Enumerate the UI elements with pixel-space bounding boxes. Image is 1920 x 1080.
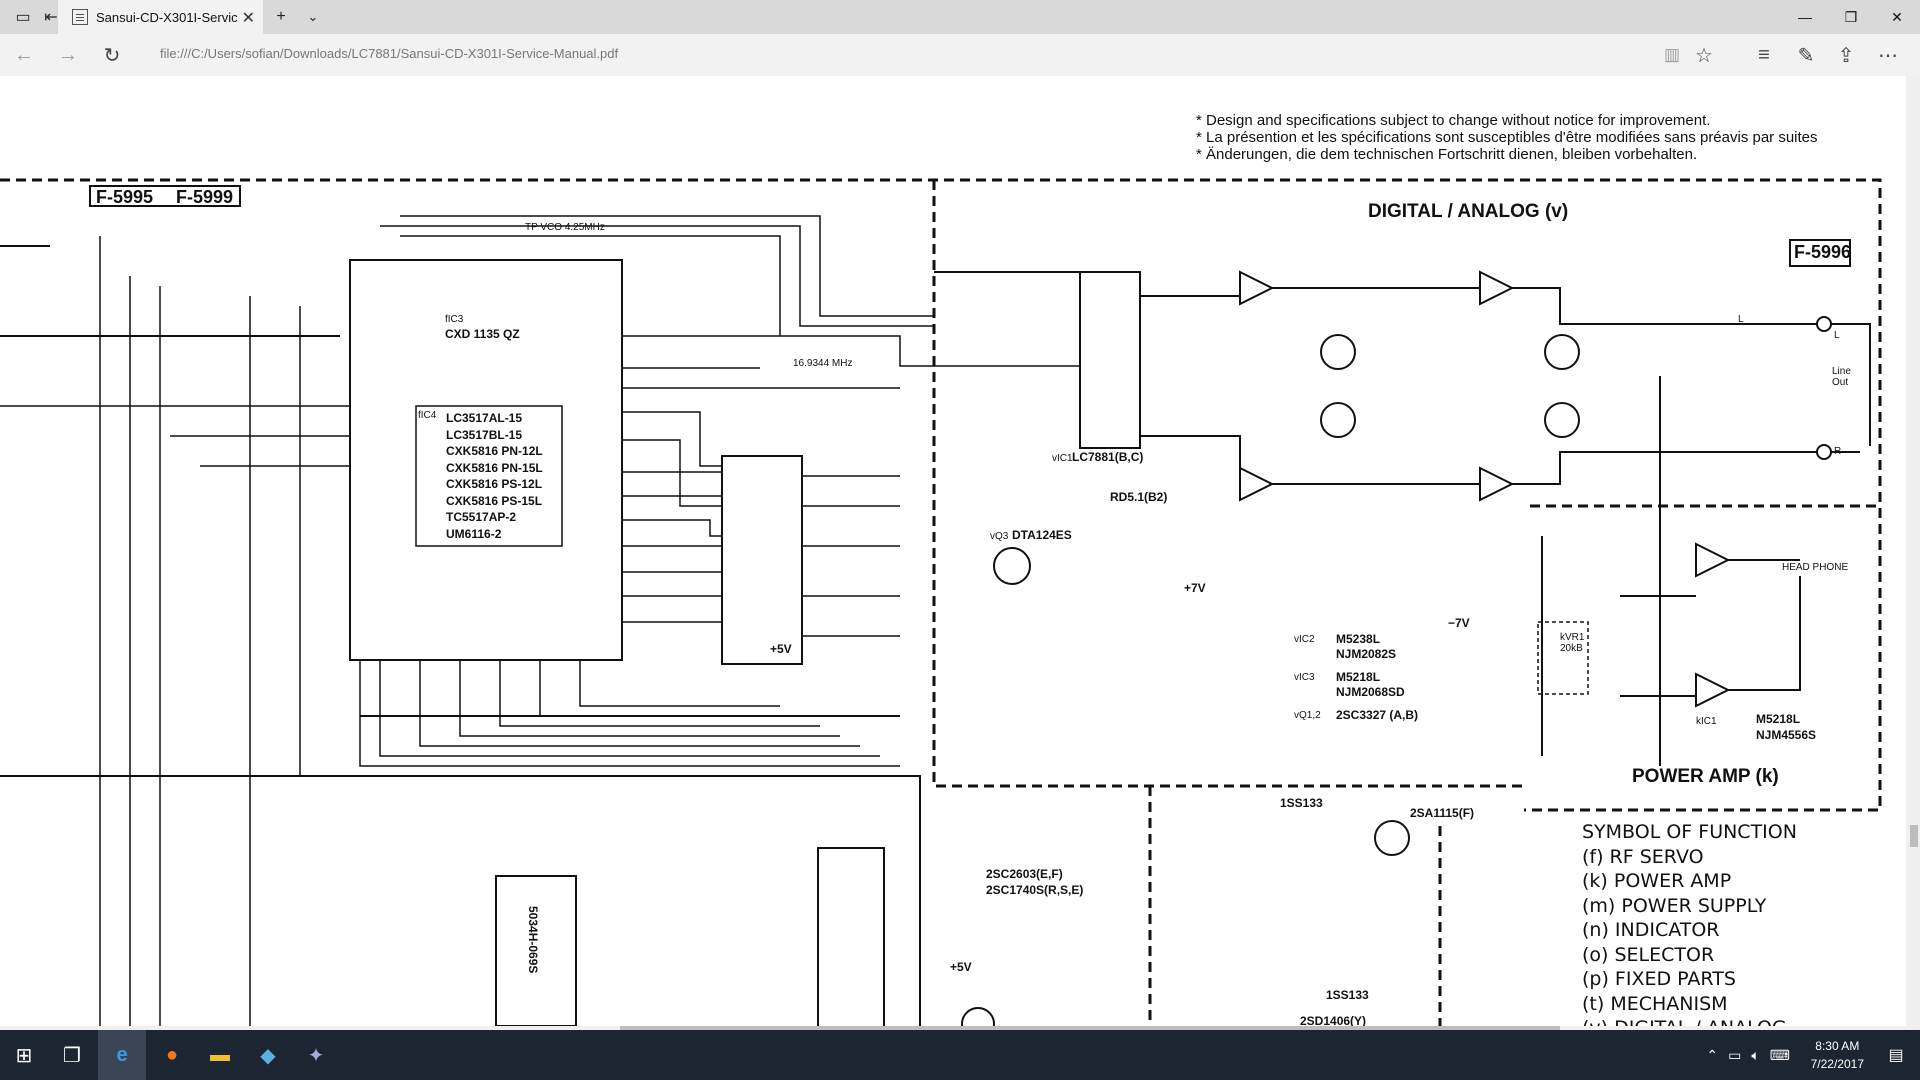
system-tray[interactable]: ⌃ ▭ 🔈︎ ⌨︎ <box>1706 1030 1860 1080</box>
vq12-ref: vQ1,2 <box>1294 710 1321 721</box>
tab-title: Sansui-CD-X301I-Servic <box>96 9 238 25</box>
voltage-plus5-psu: +5V <box>950 960 972 974</box>
clock-date: 7/22/2017 <box>1810 1057 1864 1071</box>
volume-icon[interactable]: 🔈︎ <box>1751 1046 1760 1063</box>
input-language-icon[interactable]: ⌨︎ <box>1769 1046 1790 1063</box>
output-r-label: R <box>1834 446 1842 457</box>
restore-icon[interactable]: ❐ <box>1844 8 1858 25</box>
pdf-viewer[interactable]: * Design and specifications subject to c… <box>0 76 1920 1030</box>
line-out-label: Line Out <box>1832 366 1851 388</box>
close-window-icon[interactable]: ✕ <box>1891 8 1903 25</box>
app-diamond-icon[interactable]: ◆ <box>260 1044 276 1067</box>
ic-cxd-ref: fIC3 <box>445 314 464 325</box>
board-label-f5999: F-5999 <box>176 187 234 207</box>
legend-item-rf-servo: (f) RF SERVO <box>1582 845 1704 868</box>
psu-part-4: 2SC1740S(R,S,E) <box>986 883 1084 897</box>
more-icon[interactable]: ⋯ <box>1878 44 1898 67</box>
favorite-star-icon[interactable]: ☆ <box>1695 44 1713 67</box>
task-view-icon[interactable]: ❐ <box>63 1044 81 1067</box>
back-icon[interactable]: ← <box>14 43 34 66</box>
legend-title: SYMBOL OF FUNCTION <box>1582 821 1797 843</box>
windows-start-icon[interactable]: ⊞ <box>15 1044 33 1067</box>
firefox-icon[interactable]: ● <box>165 1043 179 1066</box>
legend-item-selector: (o) SELECTOR <box>1582 943 1715 966</box>
vertical-scrollbar[interactable] <box>1906 76 1920 1030</box>
output-l-label: L <box>1738 314 1744 325</box>
legend-item-mechanism: (t) MECHANISM <box>1582 992 1728 1015</box>
browser-navbar: ← → ↻ file:///C:/Users/sofian/Downloads/… <box>0 34 1920 77</box>
output-l-jack-label: L <box>1834 330 1840 341</box>
vic2-ref: vIC2 <box>1294 634 1315 645</box>
clock-time: 8:30 AM <box>1815 1039 1860 1053</box>
kic1-label: M5218L <box>1756 712 1801 726</box>
close-tab-icon[interactable]: ✕ <box>241 10 255 27</box>
psu-part-6: 2SD1406(Y) <box>1300 1014 1367 1028</box>
psu-part-1: 1SS133 <box>1280 796 1323 810</box>
edge-browser-icon[interactable]: e <box>98 1030 146 1080</box>
psu-part-2: 2SA1115(F) <box>1410 806 1475 820</box>
app-tool-icon[interactable]: ✦ <box>307 1044 325 1067</box>
schematic-diagram <box>0 178 1882 1030</box>
kvr1-label: kVR1 20kB <box>1560 632 1585 654</box>
address-bar[interactable]: file:///C:/Users/sofian/Downloads/LC7881… <box>160 46 619 61</box>
tray-chevron-icon[interactable]: ⌃ <box>1706 1046 1719 1063</box>
tp-vco-label: TP VCO 4.25MHz <box>525 222 605 233</box>
ic-5034-label: 5034H-069S <box>526 906 540 974</box>
tab-preview-icon[interactable]: ▭ <box>15 9 31 26</box>
vic2-parts: M5238L NJM2082S <box>1336 632 1397 661</box>
action-center-icon[interactable]: ▤ <box>1888 1047 1904 1064</box>
transistor-q3-label: DTA124ES <box>1012 528 1072 542</box>
file-explorer-icon[interactable]: ▬ <box>210 1043 230 1066</box>
diode-rd-label: RD5.1(B2) <box>1110 490 1168 504</box>
vic3-ref: vIC3 <box>1294 672 1315 683</box>
voltage-plus5-mem: +5V <box>770 642 792 656</box>
taskbar-clock[interactable]: 8:30 AM 7/22/2017 <box>1811 1037 1864 1073</box>
ic-cxd-label: CXD 1135 QZ <box>445 327 520 341</box>
psu-part-5: 1SS133 <box>1326 988 1369 1002</box>
section-digital-analog: DIGITAL / ANALOG (v) <box>1368 201 1569 222</box>
ic-memory-ref: fIC4 <box>418 410 437 421</box>
vertical-scroll-thumb[interactable] <box>1910 825 1918 847</box>
voltage-minus7: −7V <box>1448 616 1470 630</box>
pdf-file-icon <box>72 9 88 25</box>
legend-item-power-supply: (m) POWER SUPPLY <box>1582 894 1767 917</box>
tabs-aside-icon[interactable]: ⇤ <box>44 9 58 26</box>
board-label-f5995: F-5995 <box>96 187 154 207</box>
ic-dac-label: LC7881(B,C) <box>1072 450 1144 464</box>
share-icon[interactable]: ⇪ <box>1837 44 1855 67</box>
transistor-q3-ref: vQ3 <box>990 531 1009 542</box>
forward-icon[interactable]: → <box>58 43 78 66</box>
note-line-3: * Änderungen, die dem technischen Fortsc… <box>1196 146 1698 163</box>
note-line-2: * La présention et les spécifications so… <box>1196 129 1818 146</box>
psu-part-3: 2SC2603(E,F) <box>986 867 1063 881</box>
legend-item-fixed-parts: (p) FIXED PARTS <box>1582 968 1736 990</box>
kic1-ref: kIC1 <box>1696 716 1717 727</box>
note-line-1: * Design and specifications subject to c… <box>1196 112 1711 129</box>
network-icon[interactable]: ▭ <box>1728 1046 1742 1063</box>
vq12-parts: 2SC3327 (A,B) <box>1336 708 1419 722</box>
section-power-amp: POWER AMP (k) <box>1632 766 1779 787</box>
vic3-parts: M5218L NJM2068SD <box>1336 670 1405 699</box>
windows-taskbar: ⊞ ❐ e ● ▬ ◆ ✦ ⌃ ▭ 🔈︎ ⌨︎ 8:30 AM 7/22/201… <box>0 1030 1920 1080</box>
horizontal-scroll-thumb[interactable] <box>620 1026 1560 1030</box>
voltage-plus7: +7V <box>1184 581 1206 595</box>
headphone-label: HEAD PHONE <box>1782 562 1849 573</box>
board-label-f5996: F-5996 <box>1794 242 1852 262</box>
reading-view-icon[interactable]: ▥ <box>1663 45 1681 64</box>
browser-titlebar: ▭ ⇤ Sansui-CD-X301I-Servic ✕ + ⌄ — ❐ ✕ <box>0 0 1920 34</box>
legend-item-indicator: (n) INDICATOR <box>1582 919 1720 941</box>
ic-dac-ref: vIC1 <box>1052 453 1073 464</box>
kic1-alt-label: NJM4556S <box>1756 728 1817 742</box>
minimize-icon[interactable]: — <box>1798 9 1812 25</box>
hub-icon[interactable]: ≡ <box>1758 43 1770 66</box>
tab-list-chevron-icon[interactable]: ⌄ <box>307 9 319 24</box>
new-tab-icon[interactable]: + <box>276 8 286 25</box>
web-note-icon[interactable]: ✎ <box>1797 44 1815 67</box>
tab-active[interactable]: Sansui-CD-X301I-Servic ✕ <box>58 0 263 34</box>
legend-item-power-amp: (k) POWER AMP <box>1582 870 1732 892</box>
symbol-legend: SYMBOL OF FUNCTION (f) RF SERVO (k) POWE… <box>1582 820 1797 1030</box>
crystal-label: 16.9344 MHz <box>793 358 853 369</box>
refresh-icon[interactable]: ↻ <box>103 44 121 67</box>
ic-memory-list: LC3517AL-15 LC3517BL-15 CXK5816 PN-12L C… <box>446 411 543 541</box>
